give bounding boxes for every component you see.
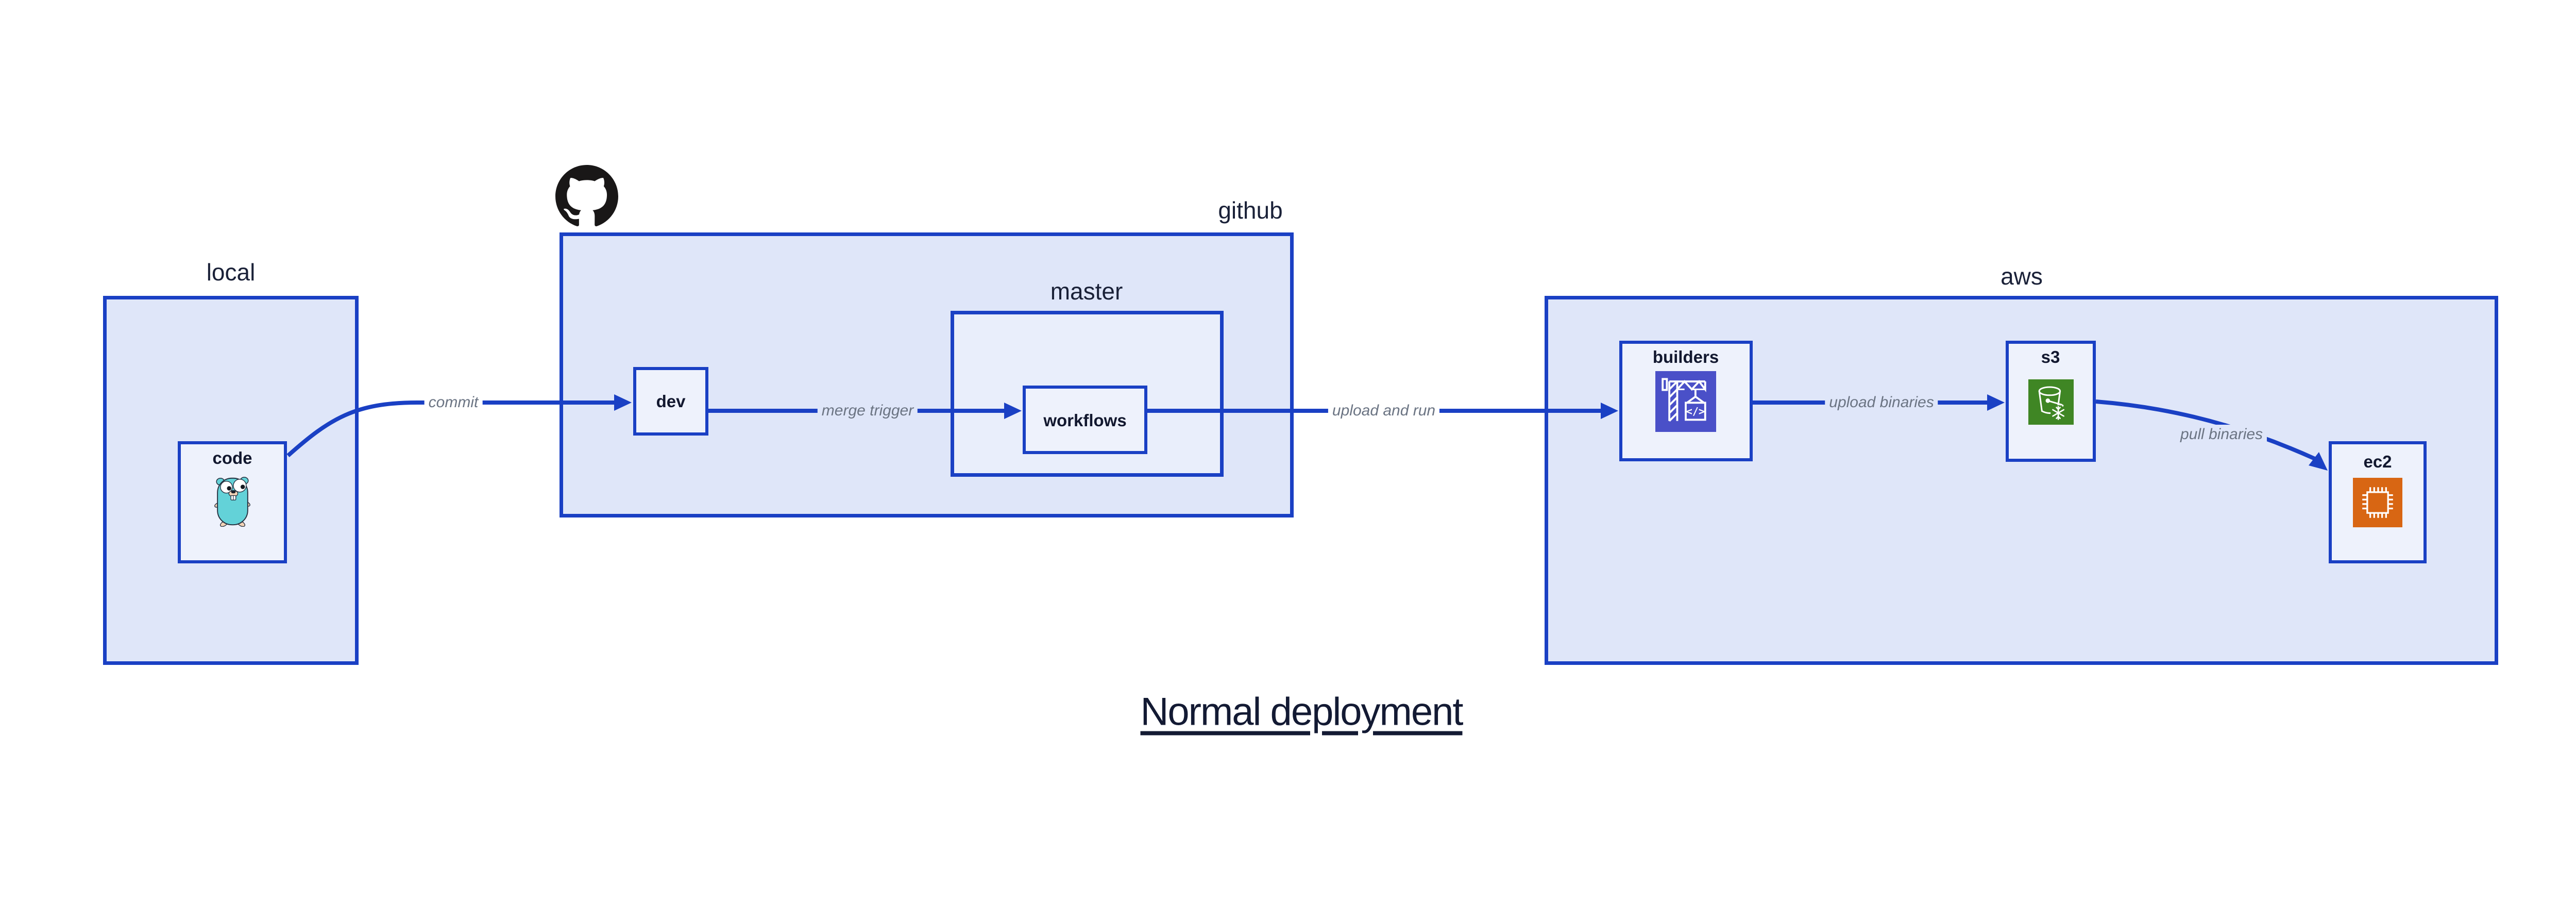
s3-node-label: s3 [2041,347,2060,366]
upload-binaries-edge-label: upload binaries [1825,393,1938,412]
dev-node-label: dev [656,392,686,411]
svg-text:</>: </> [1686,405,1705,417]
ec2-node-label: ec2 [2363,452,2392,471]
code-node-label: code [212,448,252,467]
builders-node-label: builders [1652,347,1719,366]
master-branch-label: master [1050,278,1123,305]
workflows-node-box [1023,386,1147,454]
local-group-label: local [206,259,256,286]
workflows-node-label: workflows [1043,411,1127,430]
go-gopher-icon [214,477,250,527]
github-group-label: github [1218,197,1283,224]
commit-edge-label: commit [424,393,483,412]
builders-node-box [1619,341,1753,461]
aws-group-label: aws [2001,263,2043,290]
codebuild-crane-icon: </> [1655,371,1716,432]
pull-binaries-edge-label: pull binaries [2176,425,2267,444]
dev-node-box [633,367,708,436]
ec2-chip-icon [2353,478,2402,527]
s3-glacier-bucket-icon [2028,379,2074,425]
merge-trigger-edge-label: merge trigger [817,401,918,421]
github-octocat-icon [555,165,618,226]
diagram-title: Normal deployment [1140,690,1464,734]
upload-and-run-edge-label: upload and run [1328,401,1440,421]
